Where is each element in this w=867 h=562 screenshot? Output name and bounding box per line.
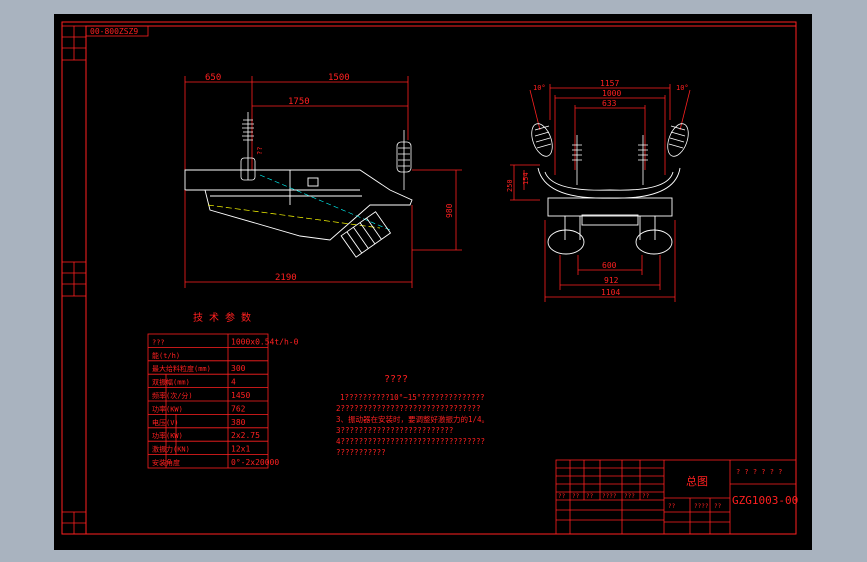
spring-hanger-left <box>240 112 256 181</box>
dim-912: 912 <box>604 276 619 285</box>
svg-text:? ? ? ? ? ?: ? ? ? ? ? ? <box>736 468 782 476</box>
notes-title: ???? <box>384 374 408 385</box>
title-block-cell: ?? <box>572 493 580 500</box>
spring-hanger-right <box>396 130 412 190</box>
vibrator-motor <box>340 211 392 258</box>
dim-1000: 1000 <box>602 89 621 98</box>
tech-param-value: 300 <box>231 364 246 373</box>
tech-param-value: 4 <box>231 378 236 387</box>
model-space <box>54 14 812 550</box>
tech-param-label: 频率(次/分) <box>152 391 193 400</box>
feeder-trough <box>184 169 413 241</box>
notes-lines: 1??????????10°~15°?????????????? 2???????… <box>336 393 489 457</box>
tech-params-title: 技 术 参 数 <box>193 311 251 324</box>
title-block-cell: ?? <box>586 493 594 500</box>
side-motors <box>547 229 673 255</box>
note-line: 1??????????10°~15°?????????????? <box>340 393 485 402</box>
title-block-cell: ?? <box>642 493 650 500</box>
tech-param-label: 电压(V) <box>152 418 179 427</box>
tech-param-label: 安装角度 <box>152 458 180 467</box>
tech-param-value: 2x2.75 <box>231 431 260 440</box>
tech-param-label: 双振幅(mm) <box>152 378 190 387</box>
tech-param-value: 0°-2x20000 <box>231 458 279 467</box>
side-trough <box>537 167 681 240</box>
dim-980: 980 <box>445 203 454 218</box>
dim-1104: 1104 <box>601 288 620 297</box>
dim-154: 154 <box>522 172 530 185</box>
tech-param-value: 12x1 <box>231 445 250 454</box>
note-line: 3、振动器在安装时，要调整好激振力的1/4。 <box>336 414 489 424</box>
note-line: 2??????????????????????????????? <box>336 404 481 413</box>
tech-param-value: 1000x0.54t/h-0 <box>231 337 299 346</box>
tech-param-label: ??? <box>152 338 165 346</box>
title-block-cell: ???? <box>602 493 617 500</box>
title-block-cell: ?? <box>714 503 722 510</box>
title-block-cells: ??????????????????????? <box>558 493 722 510</box>
title-block-cell: ?? <box>668 503 676 510</box>
angle-right: 10° <box>676 84 689 92</box>
left-margin-strip <box>61 25 87 535</box>
dim-1157: 1157 <box>600 79 619 88</box>
tech-param-value: 380 <box>231 418 246 427</box>
tech-param-value: 762 <box>231 404 246 413</box>
title-block-cell: ??? <box>624 493 635 500</box>
dim-650: 650 <box>205 73 221 83</box>
drawing-number-rotated: 00-800ZSZ9 <box>90 27 138 36</box>
dim-633: 633 <box>602 99 617 108</box>
drawing-code: GZG1003-00 <box>732 494 798 507</box>
side-spring-left <box>531 123 553 157</box>
dim-2190: 2190 <box>275 273 297 283</box>
notes-section: ???? 1??????????10°~15°?????????????? 2??… <box>336 374 489 457</box>
drawing-number-box <box>85 25 149 37</box>
note-line: 4???????????????????????????????? <box>336 437 485 446</box>
drawing-name: 总图 <box>686 474 708 488</box>
tech-param-label: 功率(KW) <box>152 404 183 413</box>
dim-1750: 1750 <box>288 97 310 107</box>
tech-params-section: 技 术 参 数 ??? 1000x0.54t/h-0 能(t/h) 最大给料粒度(mm… <box>147 311 299 469</box>
side-spring-right <box>667 123 689 157</box>
dim-250: 250 <box>506 179 514 192</box>
tech-param-label: 功率(KW) <box>152 431 183 440</box>
title-block-cell: ???? <box>694 503 709 510</box>
title-block-cell: ?? <box>558 493 566 500</box>
dim-600: 600 <box>602 261 617 270</box>
side-insulators <box>572 135 648 185</box>
note-line: ??????????? <box>336 448 386 457</box>
note-line: 3????????????????????????? <box>336 426 453 435</box>
tech-params-rows: ??? 1000x0.54t/h-0 能(t/h) 最大给料粒度(mm) 300 双振幅(… <box>148 337 299 467</box>
angle-left: 10° <box>533 84 546 92</box>
tech-param-label: 激振力(KN) <box>152 445 190 454</box>
tech-param-label: 最大给料粒度(mm) <box>152 364 211 373</box>
dim-1500: 1500 <box>328 73 350 83</box>
title-block: 总图 GZG1003-00 ? ? ? ? ? ? ??????????????… <box>555 459 798 535</box>
side-view: 1157 1000 633 10° 10° <box>506 79 691 302</box>
svg-text:??: ?? <box>256 147 264 155</box>
front-view: 650 1500 1750 ?? <box>184 73 462 288</box>
tech-param-value: 1450 <box>231 391 250 400</box>
tech-param-label: 能(t/h) <box>152 351 180 360</box>
